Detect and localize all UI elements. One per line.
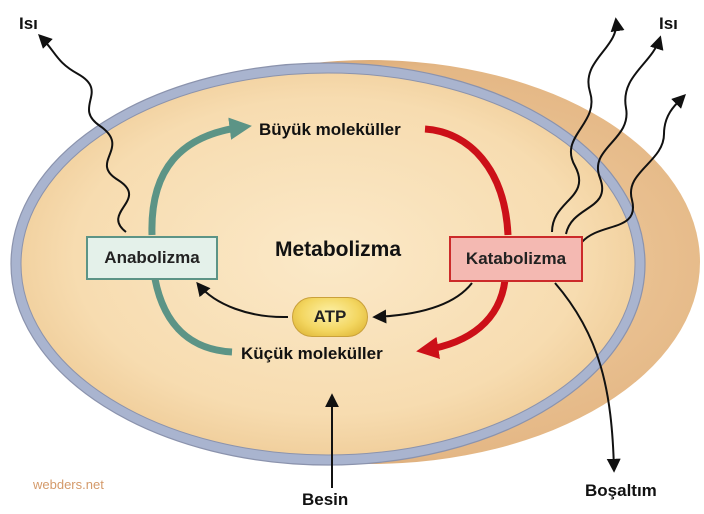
heat-label-right: Isı [659, 14, 678, 33]
cell-interior [20, 72, 636, 456]
atp-to-anabolism-arrow [196, 281, 289, 319]
cell-membrane [11, 63, 645, 465]
anabolism-arrow-up [148, 117, 252, 236]
anabolism-arrow-low [151, 278, 233, 356]
excretion-label: Boşaltım [585, 481, 657, 500]
heat-label-left: Isı [19, 14, 38, 33]
cell-membrane-outline [10, 62, 646, 466]
heat-arrow-right-1 [551, 17, 625, 233]
atp-label: ATP [313, 307, 347, 326]
food-label: Besin [302, 490, 349, 509]
large-molecules-label: Büyük moleküller [259, 120, 401, 139]
anabolism-label: Anabolizma [104, 248, 200, 267]
heat-arrow-left [38, 34, 131, 233]
heat-arrow-right-2 [565, 35, 664, 235]
anabolism-box: Anabolizma [86, 236, 218, 280]
catabolism-label: Katabolizma [465, 249, 567, 268]
catabolism-arrow-low [416, 279, 509, 359]
metabolism-label: Metabolizma [275, 238, 402, 261]
watermark: webders.net [33, 477, 104, 492]
catabolism-box: Katabolizma [449, 236, 583, 282]
excretion-arrow [554, 282, 621, 473]
atp-capsule: ATP [292, 297, 368, 337]
catabolism-to-atp-arrow [372, 282, 473, 324]
heat-arrow-right-3 [581, 94, 686, 243]
catabolism-arrow-top [424, 125, 512, 236]
small-molecules-label: Küçük moleküller [241, 344, 383, 363]
